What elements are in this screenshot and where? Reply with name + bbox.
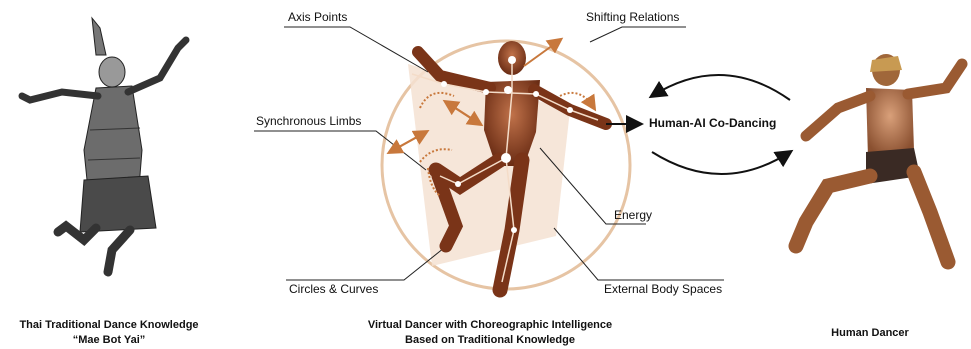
caption-thai-dance: Thai Traditional Dance Knowledge “Mae Bo…: [0, 318, 218, 348]
label-circles-curves: Circles & Curves: [289, 282, 378, 296]
caption-thai-line-2: “Mae Bot Yai”: [0, 333, 218, 348]
caption-virtual-line-2: Based on Traditional Knowledge: [330, 333, 650, 348]
label-shifting-relations: Shifting Relations: [586, 10, 679, 24]
label-energy: Energy: [614, 208, 652, 222]
label-synchronous-limbs: Synchronous Limbs: [256, 114, 361, 128]
caption-virtual-dancer: Virtual Dancer with Choreographic Intell…: [330, 318, 650, 348]
label-axis-points: Axis Points: [288, 10, 347, 24]
label-co-dancing: Human-AI Co-Dancing: [649, 116, 776, 130]
human-dancer-figure: [796, 54, 962, 262]
label-external-body-spaces: External Body Spaces: [604, 282, 722, 296]
caption-human-dancer: Human Dancer: [790, 326, 950, 341]
caption-human-line-1: Human Dancer: [790, 326, 950, 341]
caption-thai-line-1: Thai Traditional Dance Knowledge: [0, 318, 218, 333]
thai-dancer-figure: [22, 18, 186, 272]
caption-virtual-line-1: Virtual Dancer with Choreographic Intell…: [330, 318, 650, 333]
